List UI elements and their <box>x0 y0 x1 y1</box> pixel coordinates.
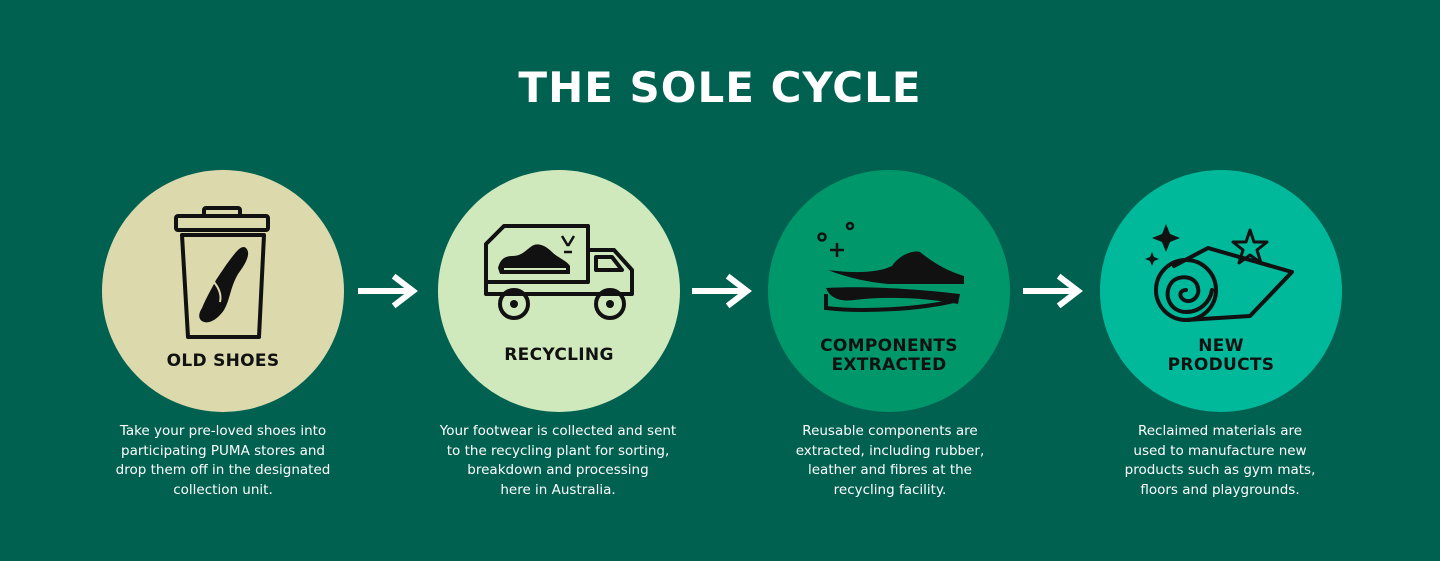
description-line: used to manufacture new <box>1133 442 1307 459</box>
step-components-description: Reusable components are extracted, inclu… <box>750 422 1030 500</box>
description-line: Take your pre-loved shoes into <box>119 423 327 439</box>
description-line: Reusable components are <box>802 423 978 439</box>
step-label-line: COMPONENTS <box>820 336 958 356</box>
step-label-line: PRODUCTS <box>1167 355 1275 375</box>
shoe-components-icon <box>817 221 964 312</box>
step-new-products-description: Reclaimed materials are used to manufact… <box>1080 422 1360 500</box>
description-line: extracted, including rubber, <box>795 442 985 459</box>
description-line: leather and fibres at the <box>808 462 972 478</box>
arrow-right-icon <box>357 273 420 313</box>
description-line: recycling facility. <box>833 481 947 498</box>
step-recycling-circle: RECYCLING <box>438 170 680 412</box>
arrow-right-icon <box>1022 273 1085 313</box>
step-label-line: OLD SHOES <box>166 351 280 371</box>
step-old-shoes-description: Take your pre-loved shoes into participa… <box>83 422 363 500</box>
description-line: breakdown and processing <box>467 462 649 478</box>
step-recycling-description: Your footwear is collected and sent to t… <box>418 422 698 500</box>
trash-bin-shoe-icon <box>174 206 270 339</box>
description-line: here in Australia. <box>500 481 616 498</box>
description-line: to the recycling plant for sorting, <box>446 442 670 459</box>
step-old-shoes-circle: OLD SHOES <box>102 170 344 412</box>
recycling-truck-icon <box>484 224 634 320</box>
description-line: Your footwear is collected and sent <box>439 423 677 439</box>
step-label-line: EXTRACTED <box>831 355 947 375</box>
rolled-mat-icon <box>1145 224 1294 322</box>
description-line: floors and playgrounds. <box>1140 481 1300 498</box>
description-line: products such as gym mats, <box>1124 462 1316 478</box>
step-label-line: RECYCLING <box>504 345 614 365</box>
description-line: drop them off in the designated <box>115 462 331 478</box>
page-title: THE SOLE CYCLE <box>518 63 922 112</box>
description-line: Reclaimed materials are <box>1137 423 1303 439</box>
step-new-products-circle: NEW PRODUCTS <box>1100 170 1342 412</box>
description-line: collection unit. <box>173 481 273 498</box>
arrow-right-icon <box>691 273 754 313</box>
description-line: participating PUMA stores and <box>121 442 325 459</box>
step-components-circle: COMPONENTS EXTRACTED <box>768 170 1010 412</box>
step-label-line: NEW <box>1198 336 1244 356</box>
